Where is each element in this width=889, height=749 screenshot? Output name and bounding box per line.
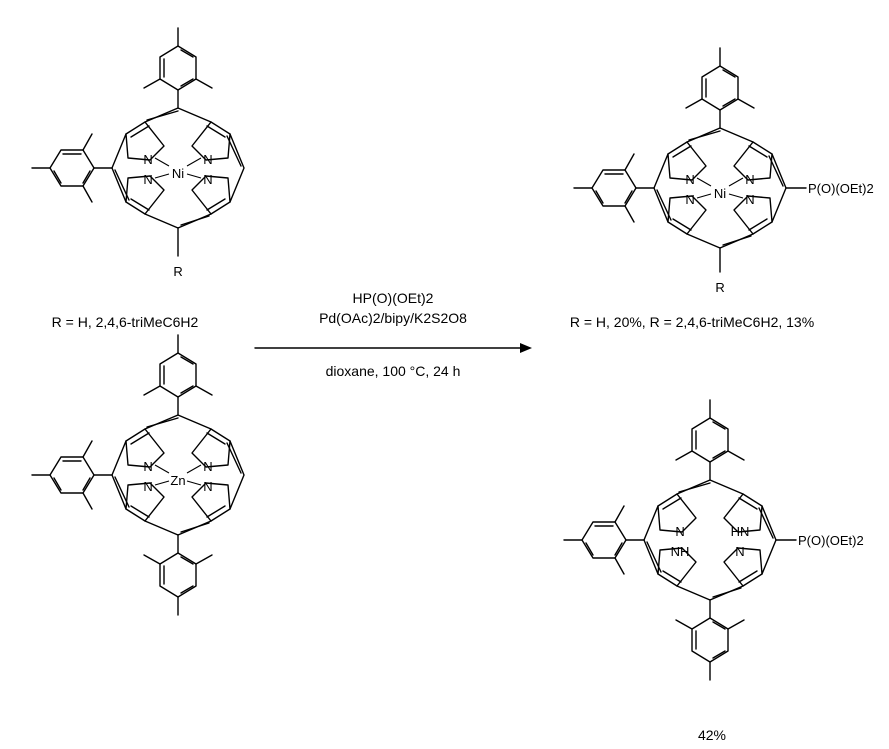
reactant-caption: R = H, 2,4,6-triMeC6H2 bbox=[52, 314, 199, 330]
product-ni-phosphonate: Ni P(O)(OEt)2 R bbox=[573, 47, 874, 295]
nh-label: NH bbox=[671, 544, 690, 559]
phosphonate-label: P(O)(OEt)2 bbox=[798, 533, 864, 548]
nh-label: HN bbox=[731, 524, 750, 539]
product-yield: 42% bbox=[698, 727, 726, 743]
product-caption: R = H, 20%, R = 2,4,6-triMeC6H2, 13% bbox=[570, 314, 814, 330]
reactant-zn-porphyrin: Zn bbox=[31, 334, 245, 616]
r-group-label: R bbox=[715, 280, 724, 295]
metal-label: Ni bbox=[172, 166, 184, 181]
metal-label: Ni bbox=[714, 186, 726, 201]
n-atom-label: N bbox=[675, 524, 684, 539]
reaction-arrow bbox=[254, 343, 532, 353]
phosphonate-label: P(O)(OEt)2 bbox=[808, 181, 874, 196]
r-group-label: R bbox=[173, 264, 182, 279]
n-atom-label: N bbox=[735, 544, 744, 559]
reagent-line-1: HP(O)(OEt)2 bbox=[353, 290, 434, 306]
metal-label: Zn bbox=[170, 473, 185, 488]
reactant-ni-porphyrin: Ni R bbox=[31, 27, 245, 279]
product-freebase-phosphonate: N HN NH N P(O)(OEt)2 bbox=[563, 399, 864, 681]
reagent-line-2: Pd(OAc)2/bipy/K2S2O8 bbox=[319, 310, 467, 326]
conditions: dioxane, 100 °C, 24 h bbox=[326, 363, 461, 379]
